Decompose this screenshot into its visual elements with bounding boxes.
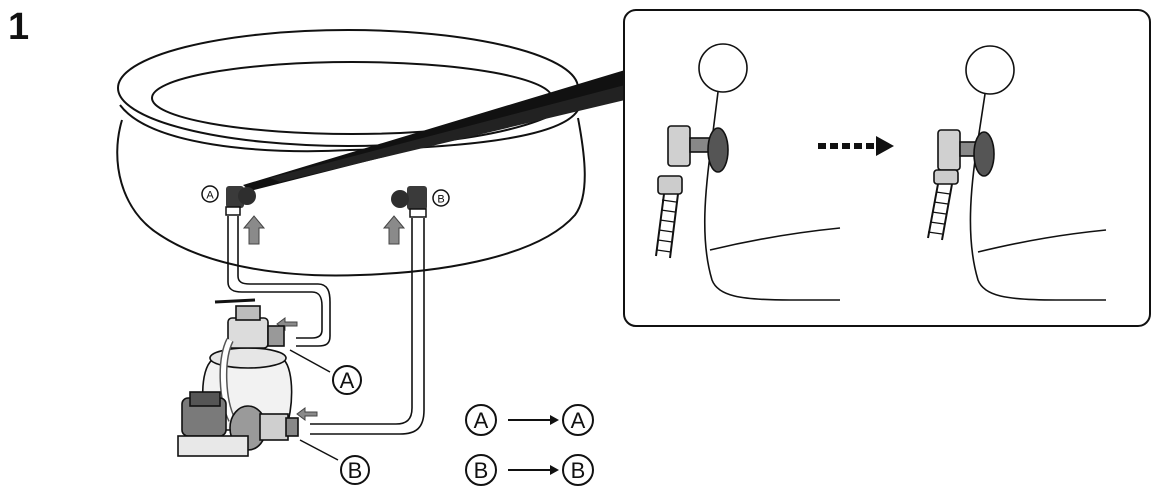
legend-from-b: B bbox=[474, 458, 489, 483]
valve-icon bbox=[667, 125, 729, 173]
flow-arrow-icon bbox=[242, 215, 406, 245]
legend-to-b: B bbox=[571, 458, 586, 483]
hose-icon bbox=[227, 216, 425, 435]
detail-inset bbox=[623, 9, 1151, 327]
inset-state-after bbox=[927, 45, 1107, 301]
pool-label-a: A bbox=[201, 185, 219, 203]
legend-row-b: B B bbox=[465, 454, 594, 486]
legend-row-a: A A bbox=[465, 404, 594, 436]
callout-connector bbox=[243, 70, 625, 191]
legend-from-a: A bbox=[474, 408, 489, 433]
pump-label-b: B bbox=[340, 455, 370, 485]
hose-icon bbox=[655, 175, 683, 259]
inset-state-before bbox=[655, 43, 841, 301]
label-pointer bbox=[289, 349, 339, 461]
pool-label-b: B bbox=[432, 189, 450, 207]
valve-icon bbox=[391, 186, 427, 218]
pump-label-a-text: A bbox=[340, 368, 355, 393]
pool-label-b-text: B bbox=[437, 194, 444, 206]
pump-label-b-text: B bbox=[348, 458, 363, 483]
pump-label-a: A bbox=[332, 365, 362, 395]
valve-icon bbox=[225, 186, 256, 216]
step-number: 1 bbox=[8, 6, 30, 48]
hose-icon bbox=[927, 169, 959, 241]
sand-filter-pump-icon bbox=[177, 298, 299, 457]
valve-icon bbox=[937, 129, 995, 177]
legend-to-a: A bbox=[571, 408, 586, 433]
flow-arrow-icon bbox=[818, 136, 894, 156]
pool-label-a-text: A bbox=[206, 190, 214, 202]
legend: A A B B bbox=[465, 404, 594, 486]
